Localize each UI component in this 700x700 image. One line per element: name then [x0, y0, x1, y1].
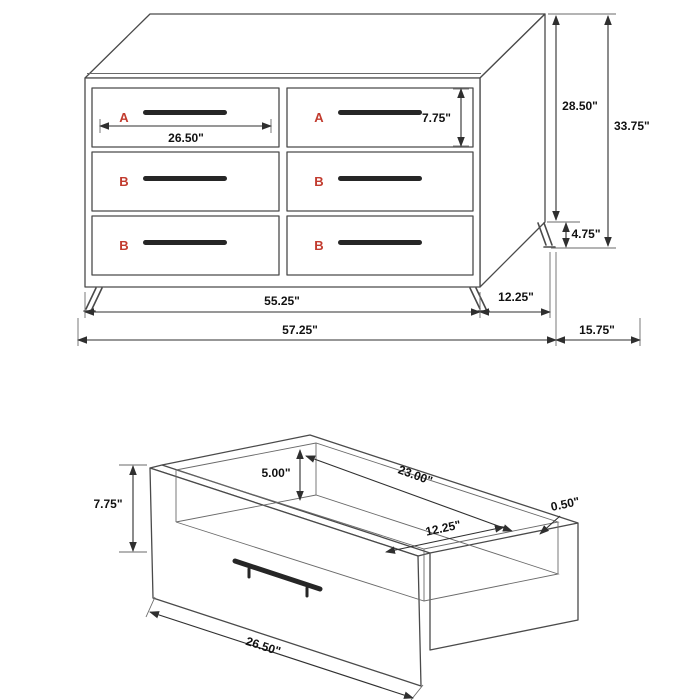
drawer-handle	[232, 558, 323, 592]
dim-label-case-height: 28.50"	[562, 99, 598, 113]
dim-label-side-depth: 12.25"	[498, 290, 534, 304]
drawer-handle	[338, 110, 422, 115]
dresser-top-face	[84, 13, 546, 79]
drawer-front-b-botright	[286, 215, 474, 276]
dim-label-inner-height: 5.00"	[261, 466, 290, 480]
dim-label-front-height: 7.75"	[93, 497, 122, 511]
drawer-handle	[338, 176, 422, 181]
leader-panel-thickness	[539, 515, 561, 535]
dim-label-front-width: 55.25"	[264, 294, 300, 308]
dim-label-drawer-height: 7.75"	[422, 111, 451, 125]
dim-label-leg-height: 4.75"	[571, 227, 600, 241]
drawer-letter: A	[119, 110, 129, 125]
drawer-front-b-botleft	[91, 215, 280, 276]
dim-label-inner-length: 23.00"	[396, 463, 434, 488]
dresser-isometric-view: A A B B B B 26.50" 7.75"	[77, 13, 650, 346]
drawer-handle	[143, 240, 227, 245]
drawer-handle	[143, 176, 227, 181]
drawer-handle	[143, 110, 227, 115]
dim-line-front-width	[149, 611, 414, 699]
drawer-floor	[175, 494, 560, 602]
drawer-letter: B	[314, 174, 323, 189]
drawer-handle	[338, 240, 422, 245]
drawer-front-a-left	[91, 87, 280, 148]
dim-label-overall-depth: 15.75"	[579, 323, 615, 337]
dim-line-inner-length	[305, 455, 513, 532]
dim-label-panel-thickness: 0.50"	[550, 494, 581, 514]
drawer-letter: B	[314, 238, 323, 253]
drawer-letter: B	[119, 238, 128, 253]
dim-label-overall-width: 57.25"	[282, 323, 318, 337]
drawer-front-b-midright	[286, 151, 474, 212]
drawer-detail-view: 7.75" 5.00" 23.00" 12.25" 0.50" 26.50"	[93, 434, 581, 700]
drawer-letter: A	[314, 110, 324, 125]
drawer-letter: B	[119, 174, 128, 189]
dim-line-inner-depth	[385, 525, 505, 554]
dim-label-overall-height: 33.75"	[614, 119, 650, 133]
dim-label-drawer-width: 26.50"	[168, 131, 204, 145]
dim-label-inner-depth: 12.25"	[424, 518, 462, 539]
drawer-front-b-midleft	[91, 151, 280, 212]
drawer-right-side-panel	[429, 522, 579, 651]
extension-tick	[145, 596, 156, 618]
drawer-front-a-right	[286, 87, 474, 148]
